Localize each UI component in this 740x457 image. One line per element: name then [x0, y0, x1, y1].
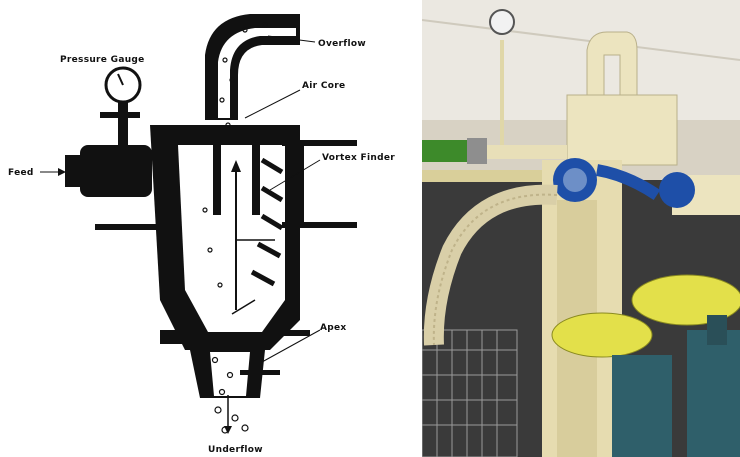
label-feed: Feed	[8, 168, 34, 178]
label-air-core: Air Core	[302, 81, 345, 91]
machine-base	[612, 355, 672, 457]
feed-inlet	[80, 145, 152, 197]
hydrocyclone-photo	[422, 0, 740, 457]
green-pipe	[422, 140, 467, 162]
pressure-gauge-photo	[490, 10, 514, 34]
label-pressure-gauge: Pressure Gauge	[60, 55, 145, 65]
hydrocyclone-diagram: Overflow Pressure Gauge Air Core Vortex …	[0, 0, 420, 457]
label-overflow: Overflow	[318, 39, 366, 49]
label-underflow: Underflow	[208, 445, 263, 455]
label-vortex-finder: Vortex Finder	[322, 153, 395, 163]
label-apex: Apex	[320, 323, 347, 333]
yellow-guard	[552, 313, 652, 357]
